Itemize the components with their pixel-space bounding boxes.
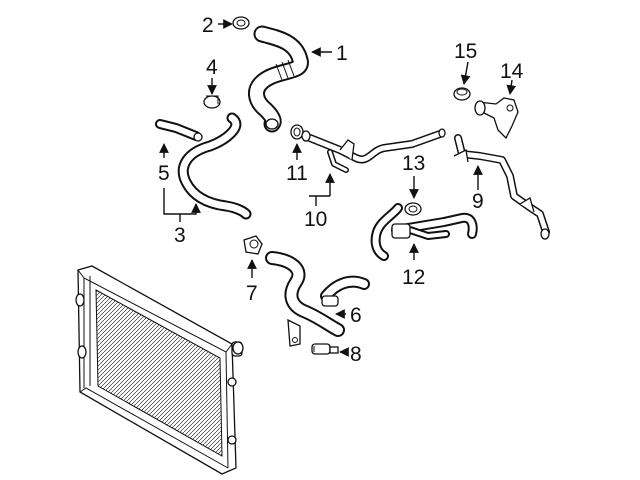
callout-leaders [159,19,517,357]
clamp-part-13 [404,202,422,216]
callout-14: 14 [500,60,524,83]
o-ring-part-11 [290,124,304,140]
leader-15 [460,61,471,85]
clamp-part-2 [232,16,250,30]
callout-6: 6 [350,304,362,327]
callout-4: 4 [206,56,218,79]
coolant-pipe-part-10 [301,128,446,173]
hose-upper-part-1 [248,25,309,133]
callout-15: 15 [454,40,477,63]
callout-9: 9 [472,190,484,213]
radiator [75,265,244,475]
callout-13: 13 [402,152,425,175]
callout-5: 5 [158,162,170,185]
flange-part-14 [474,97,519,140]
callout-11: 11 [286,162,308,185]
callout-numbers: 1 2 3 4 5 6 7 8 9 10 11 12 13 14 15 [158,14,524,366]
hose-part-5 [155,119,203,142]
sensor-part-8 [311,343,339,355]
pipe-part-9 [453,134,550,240]
callout-8: 8 [350,343,362,366]
clamp-part-4 [203,95,221,109]
clamp-part-7 [243,235,263,255]
cap-part-15 [453,87,471,101]
callout-1: 1 [336,42,348,65]
callout-3: 3 [174,224,186,247]
callout-7: 7 [246,282,258,305]
callout-10: 10 [304,208,327,231]
hose-part-3 [177,112,252,220]
leader-14 [506,79,517,95]
callout-12: 12 [402,266,425,289]
hose-part-12 [370,203,478,261]
hose-part-6 [265,251,370,347]
callout-2: 2 [202,14,214,37]
